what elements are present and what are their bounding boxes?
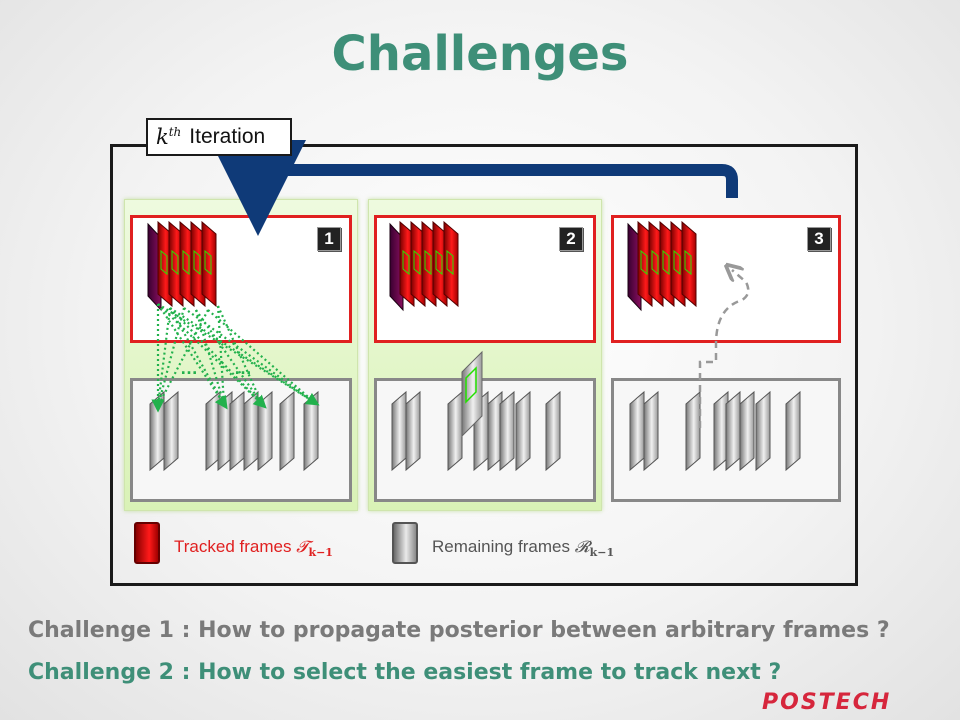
remaining-frame xyxy=(447,390,463,472)
propagation-lines xyxy=(151,303,320,413)
remaining-frame xyxy=(515,390,531,472)
propagation-line xyxy=(169,307,225,405)
propagation-line xyxy=(195,309,263,405)
iteration-text: Iteration xyxy=(189,125,266,148)
object-box xyxy=(673,249,681,276)
object-box xyxy=(446,249,454,276)
object-box xyxy=(193,249,201,276)
challenge-1: Challenge 1 : How to propagate posterior… xyxy=(28,618,890,643)
remaining-frame xyxy=(405,390,421,472)
stage-3-badge: 3 xyxy=(807,227,831,251)
remaining-frame xyxy=(685,390,701,472)
iteration-label: kth Iteration xyxy=(146,118,292,156)
selected-frame xyxy=(461,350,483,438)
object-box xyxy=(651,249,659,276)
object-box xyxy=(204,249,212,276)
stage-1-tracked-frames xyxy=(147,220,217,312)
propagation-line xyxy=(169,307,315,403)
remaining-frame xyxy=(279,390,295,472)
object-box xyxy=(424,249,432,276)
remaining-frame xyxy=(785,390,801,472)
remaining-frame xyxy=(163,390,179,472)
remaining-frame xyxy=(257,390,273,472)
stage-2-remaining-frames xyxy=(391,390,561,472)
propagation-line xyxy=(156,307,172,407)
propagation-line xyxy=(194,309,226,405)
remaining-frame xyxy=(739,390,755,472)
remaining-frame xyxy=(229,390,245,472)
remaining-frame xyxy=(545,390,561,472)
remaining-frame xyxy=(755,390,771,472)
object-box xyxy=(662,249,670,276)
stage-2-tracked-frames xyxy=(389,220,459,312)
postech-logo: POSTECH xyxy=(762,690,892,715)
iteration-math: kth xyxy=(156,125,182,149)
propagation-line xyxy=(157,303,320,406)
remaining-swatch xyxy=(392,522,418,564)
stage-1-remaining-frames xyxy=(149,390,319,472)
remaining-frame xyxy=(725,390,741,472)
propagation-line xyxy=(157,309,209,407)
iteration-frame xyxy=(110,144,858,586)
remaining-frame xyxy=(499,390,515,472)
ellipsis-1: … xyxy=(180,358,198,378)
object-box xyxy=(684,249,692,276)
stage-1-badge: 1 xyxy=(317,227,341,251)
propagation-line xyxy=(207,309,315,403)
propagation-line xyxy=(157,303,267,409)
page-title: Challenges xyxy=(331,26,629,82)
remaining-frame xyxy=(149,390,165,472)
propagation-line xyxy=(169,307,263,405)
propagation-line xyxy=(216,305,226,405)
object-box xyxy=(413,249,421,276)
stage-2-badge: 2 xyxy=(559,227,583,251)
object-box xyxy=(182,249,190,276)
tracked-frame xyxy=(443,220,459,308)
remaining-frame xyxy=(643,390,659,472)
object-box xyxy=(435,249,443,276)
legend-tracked: Tracked frames 𝓣k−1 xyxy=(174,537,333,560)
remaining-frame xyxy=(629,390,645,472)
object-box xyxy=(640,249,648,276)
tracked-frame xyxy=(681,220,697,308)
remaining-frame xyxy=(243,390,259,472)
stage-3-remaining-frames xyxy=(629,390,801,472)
object-box xyxy=(160,249,168,276)
legend-remaining: Remaining frames 𝓡k−1 xyxy=(432,537,615,560)
tracked-swatch xyxy=(134,522,160,564)
propagation-line xyxy=(156,307,186,407)
object-box xyxy=(402,249,410,276)
object-box xyxy=(171,249,179,276)
stage-3-tracked-frames xyxy=(627,220,697,312)
stage-3-move-path xyxy=(698,270,750,428)
remaining-frame xyxy=(391,390,407,472)
propagation-line xyxy=(183,307,315,403)
remaining-frame xyxy=(303,390,319,472)
tracked-frame xyxy=(201,220,217,308)
iteration-return-arrow xyxy=(210,140,738,236)
ellipsis-2: … xyxy=(234,358,252,378)
challenge-2: Challenge 2 : How to select the easiest … xyxy=(28,660,782,685)
